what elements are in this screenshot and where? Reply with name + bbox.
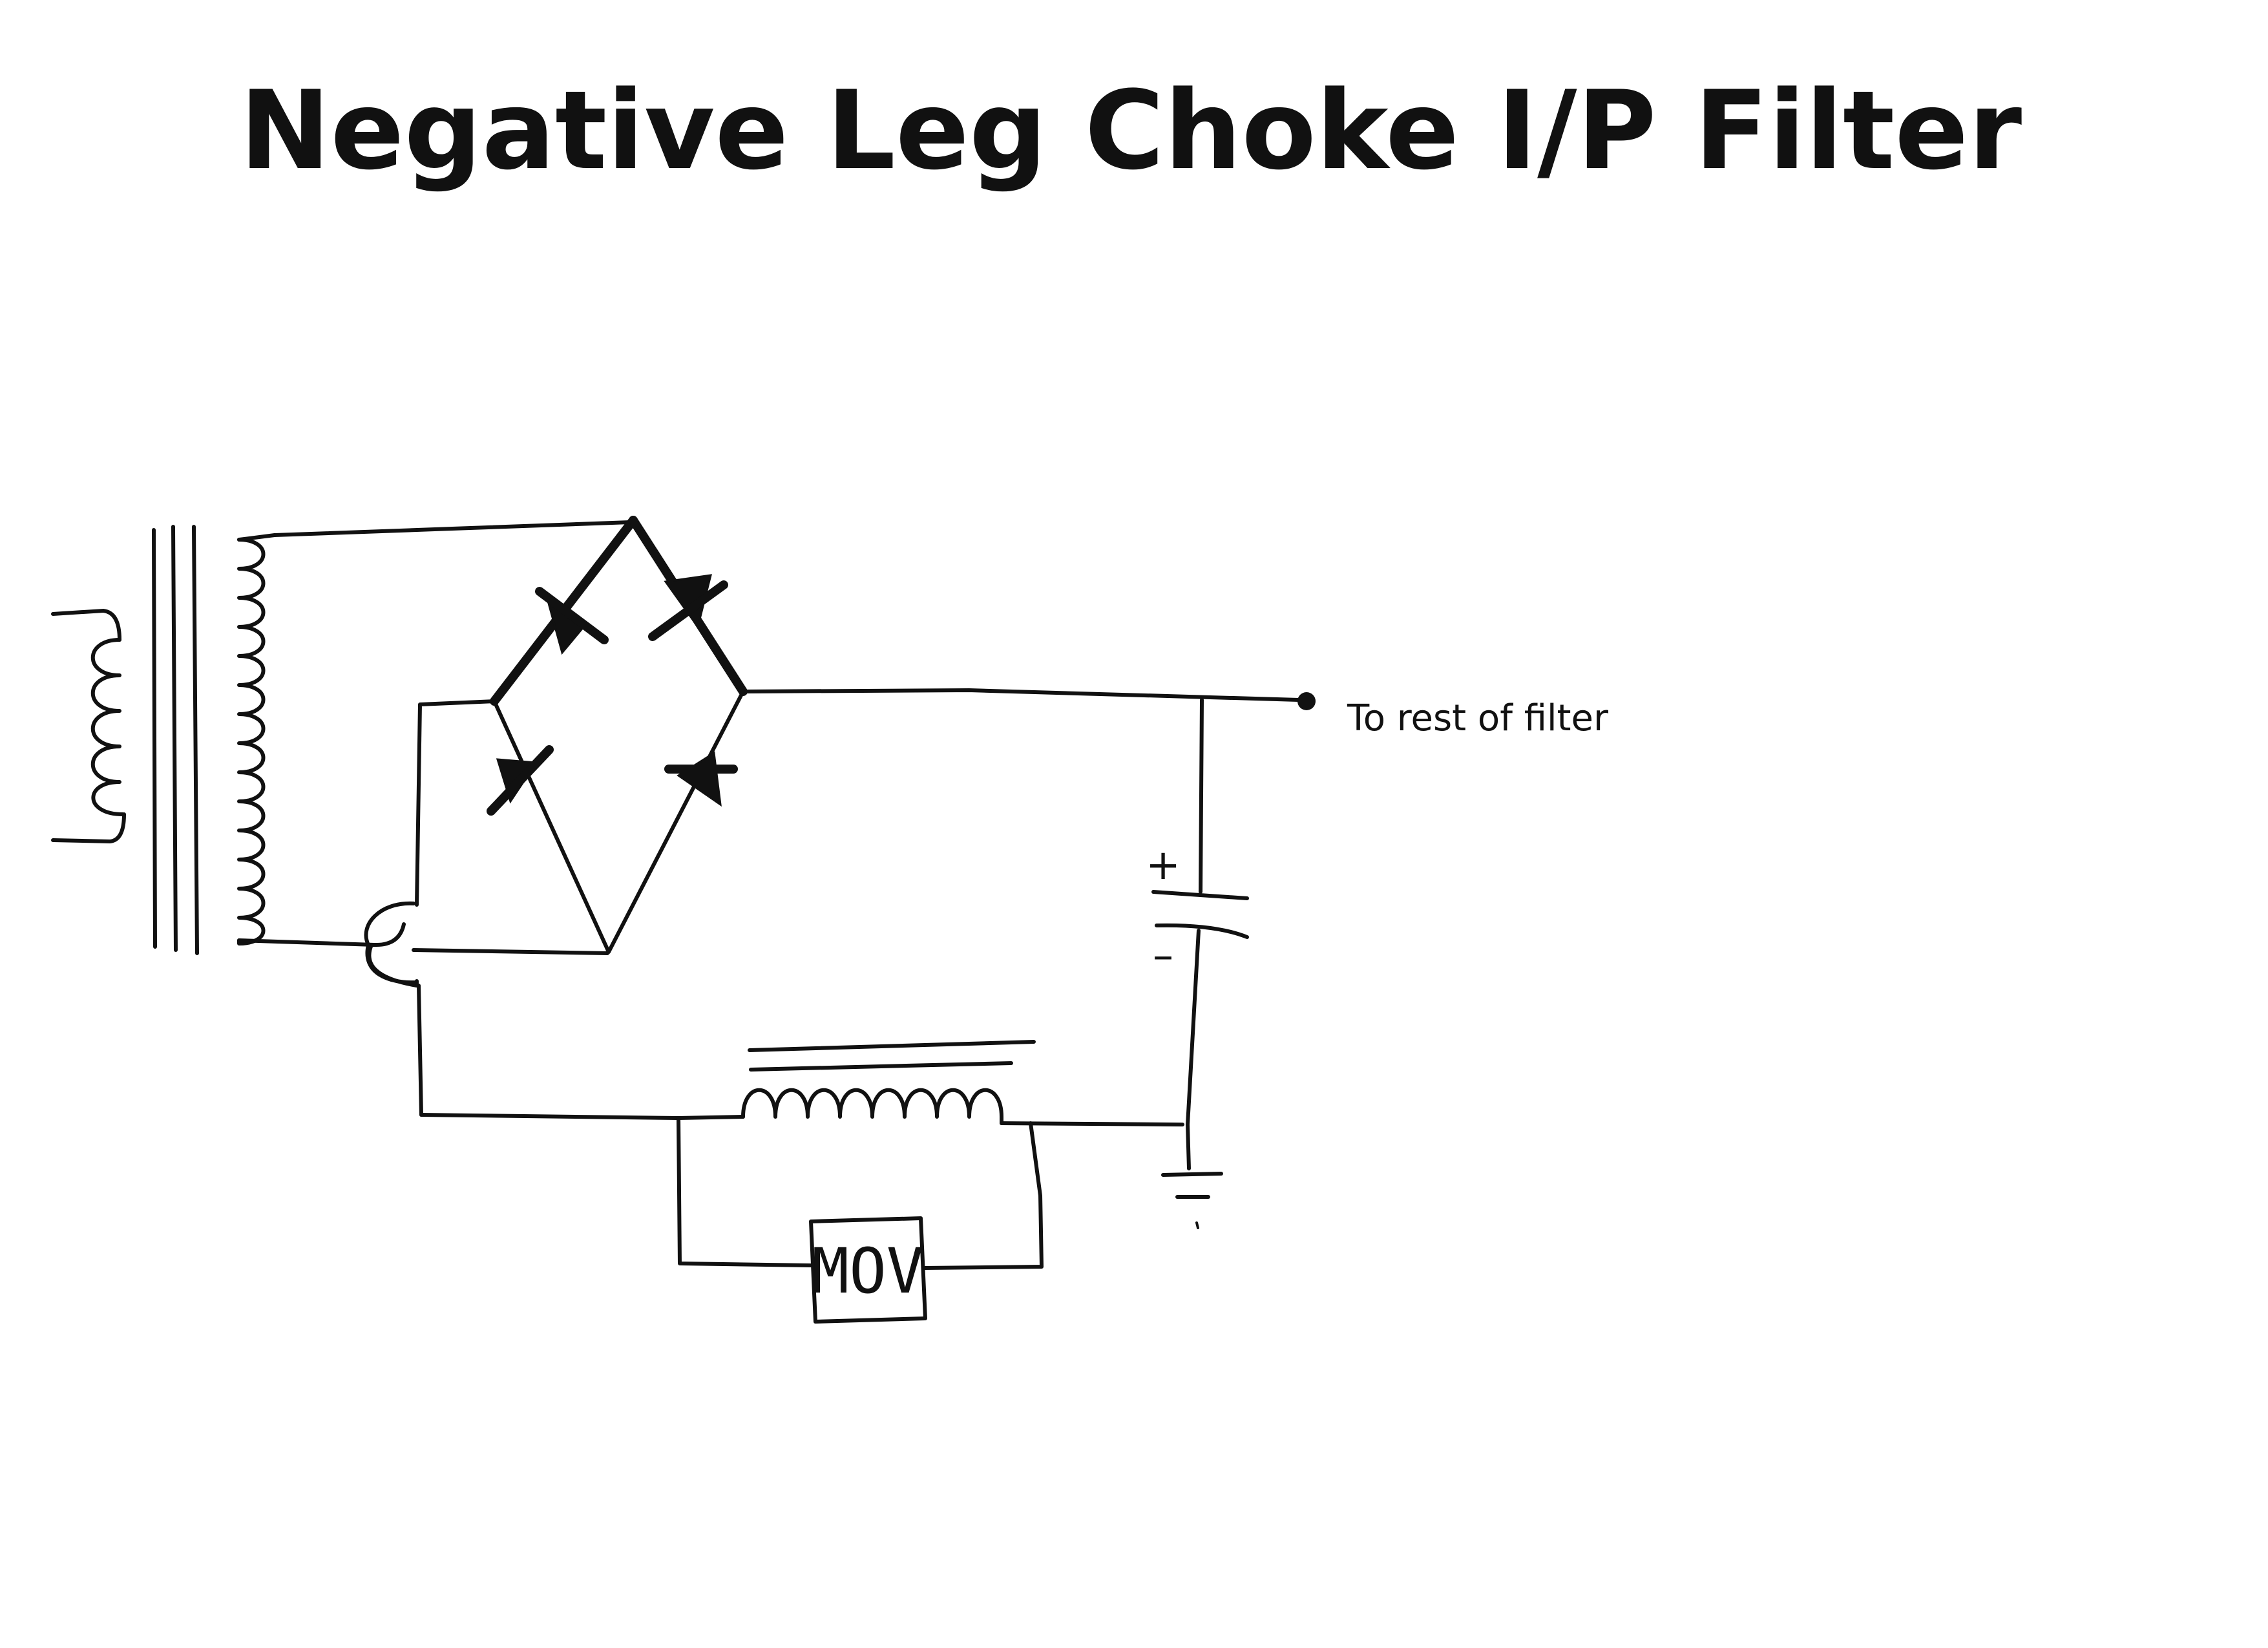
choke-core-line-1 <box>748 1040 1036 1052</box>
capacitor-plus-label: + <box>1146 841 1181 889</box>
wire-mov-loop-left <box>677 1116 813 1267</box>
wire-cap-top <box>1199 698 1204 894</box>
capacitor: + – <box>1146 841 1249 980</box>
wire-to-bridge-bottom <box>412 948 609 955</box>
primary-winding <box>90 638 125 816</box>
wire-output <box>741 688 1301 702</box>
wire-hop-crossover <box>364 901 419 985</box>
transformer-core-line-2 <box>171 525 178 952</box>
ground-symbol <box>1161 1172 1223 1229</box>
primary-lead-top <box>51 609 121 642</box>
transformer-core-line-1 <box>152 528 157 949</box>
secondary-top-tail <box>237 533 277 542</box>
choke-winding <box>741 1088 1003 1125</box>
wire-cap-bottom <box>1186 929 1201 1170</box>
wire-secondary-bottom <box>237 922 419 988</box>
bridge-rectifier <box>487 516 748 954</box>
wire-choke-right <box>1000 1121 1184 1126</box>
mov-varistor: MOV <box>809 1216 927 1324</box>
bridge-leg-bottom-right <box>607 690 745 954</box>
output-terminal <box>1297 692 1316 710</box>
primary-lead-bottom <box>51 812 126 843</box>
diagram-title: Negative Leg Choke I/P Filter <box>240 67 2022 194</box>
secondary-winding <box>237 538 266 945</box>
capacitor-plate-positive <box>1151 890 1249 900</box>
wiring <box>237 520 1301 1270</box>
wire-secondary-top <box>273 520 632 537</box>
diode-bottom-left <box>487 745 554 816</box>
diode-bottom-right <box>664 751 738 807</box>
transformer <box>51 525 277 955</box>
wire-mov-loop-right <box>922 1121 1044 1270</box>
wire-choke-left <box>419 1113 745 1120</box>
capacitor-plate-negative <box>1155 923 1249 939</box>
bridge-leg-bottom-left <box>492 699 611 954</box>
diode-top-left <box>535 587 609 655</box>
choke-inductor <box>741 1040 1036 1125</box>
mov-box <box>809 1216 927 1324</box>
transformer-core-line-3 <box>192 525 199 955</box>
mov-label: MOV <box>812 1235 923 1307</box>
capacitor-minus-label: – <box>1153 932 1173 980</box>
output-label: To rest of filter <box>1347 697 1609 739</box>
wire-bridge-left-down <box>415 699 496 1117</box>
diode-top-right <box>648 574 728 641</box>
choke-core-line-2 <box>749 1061 1013 1072</box>
